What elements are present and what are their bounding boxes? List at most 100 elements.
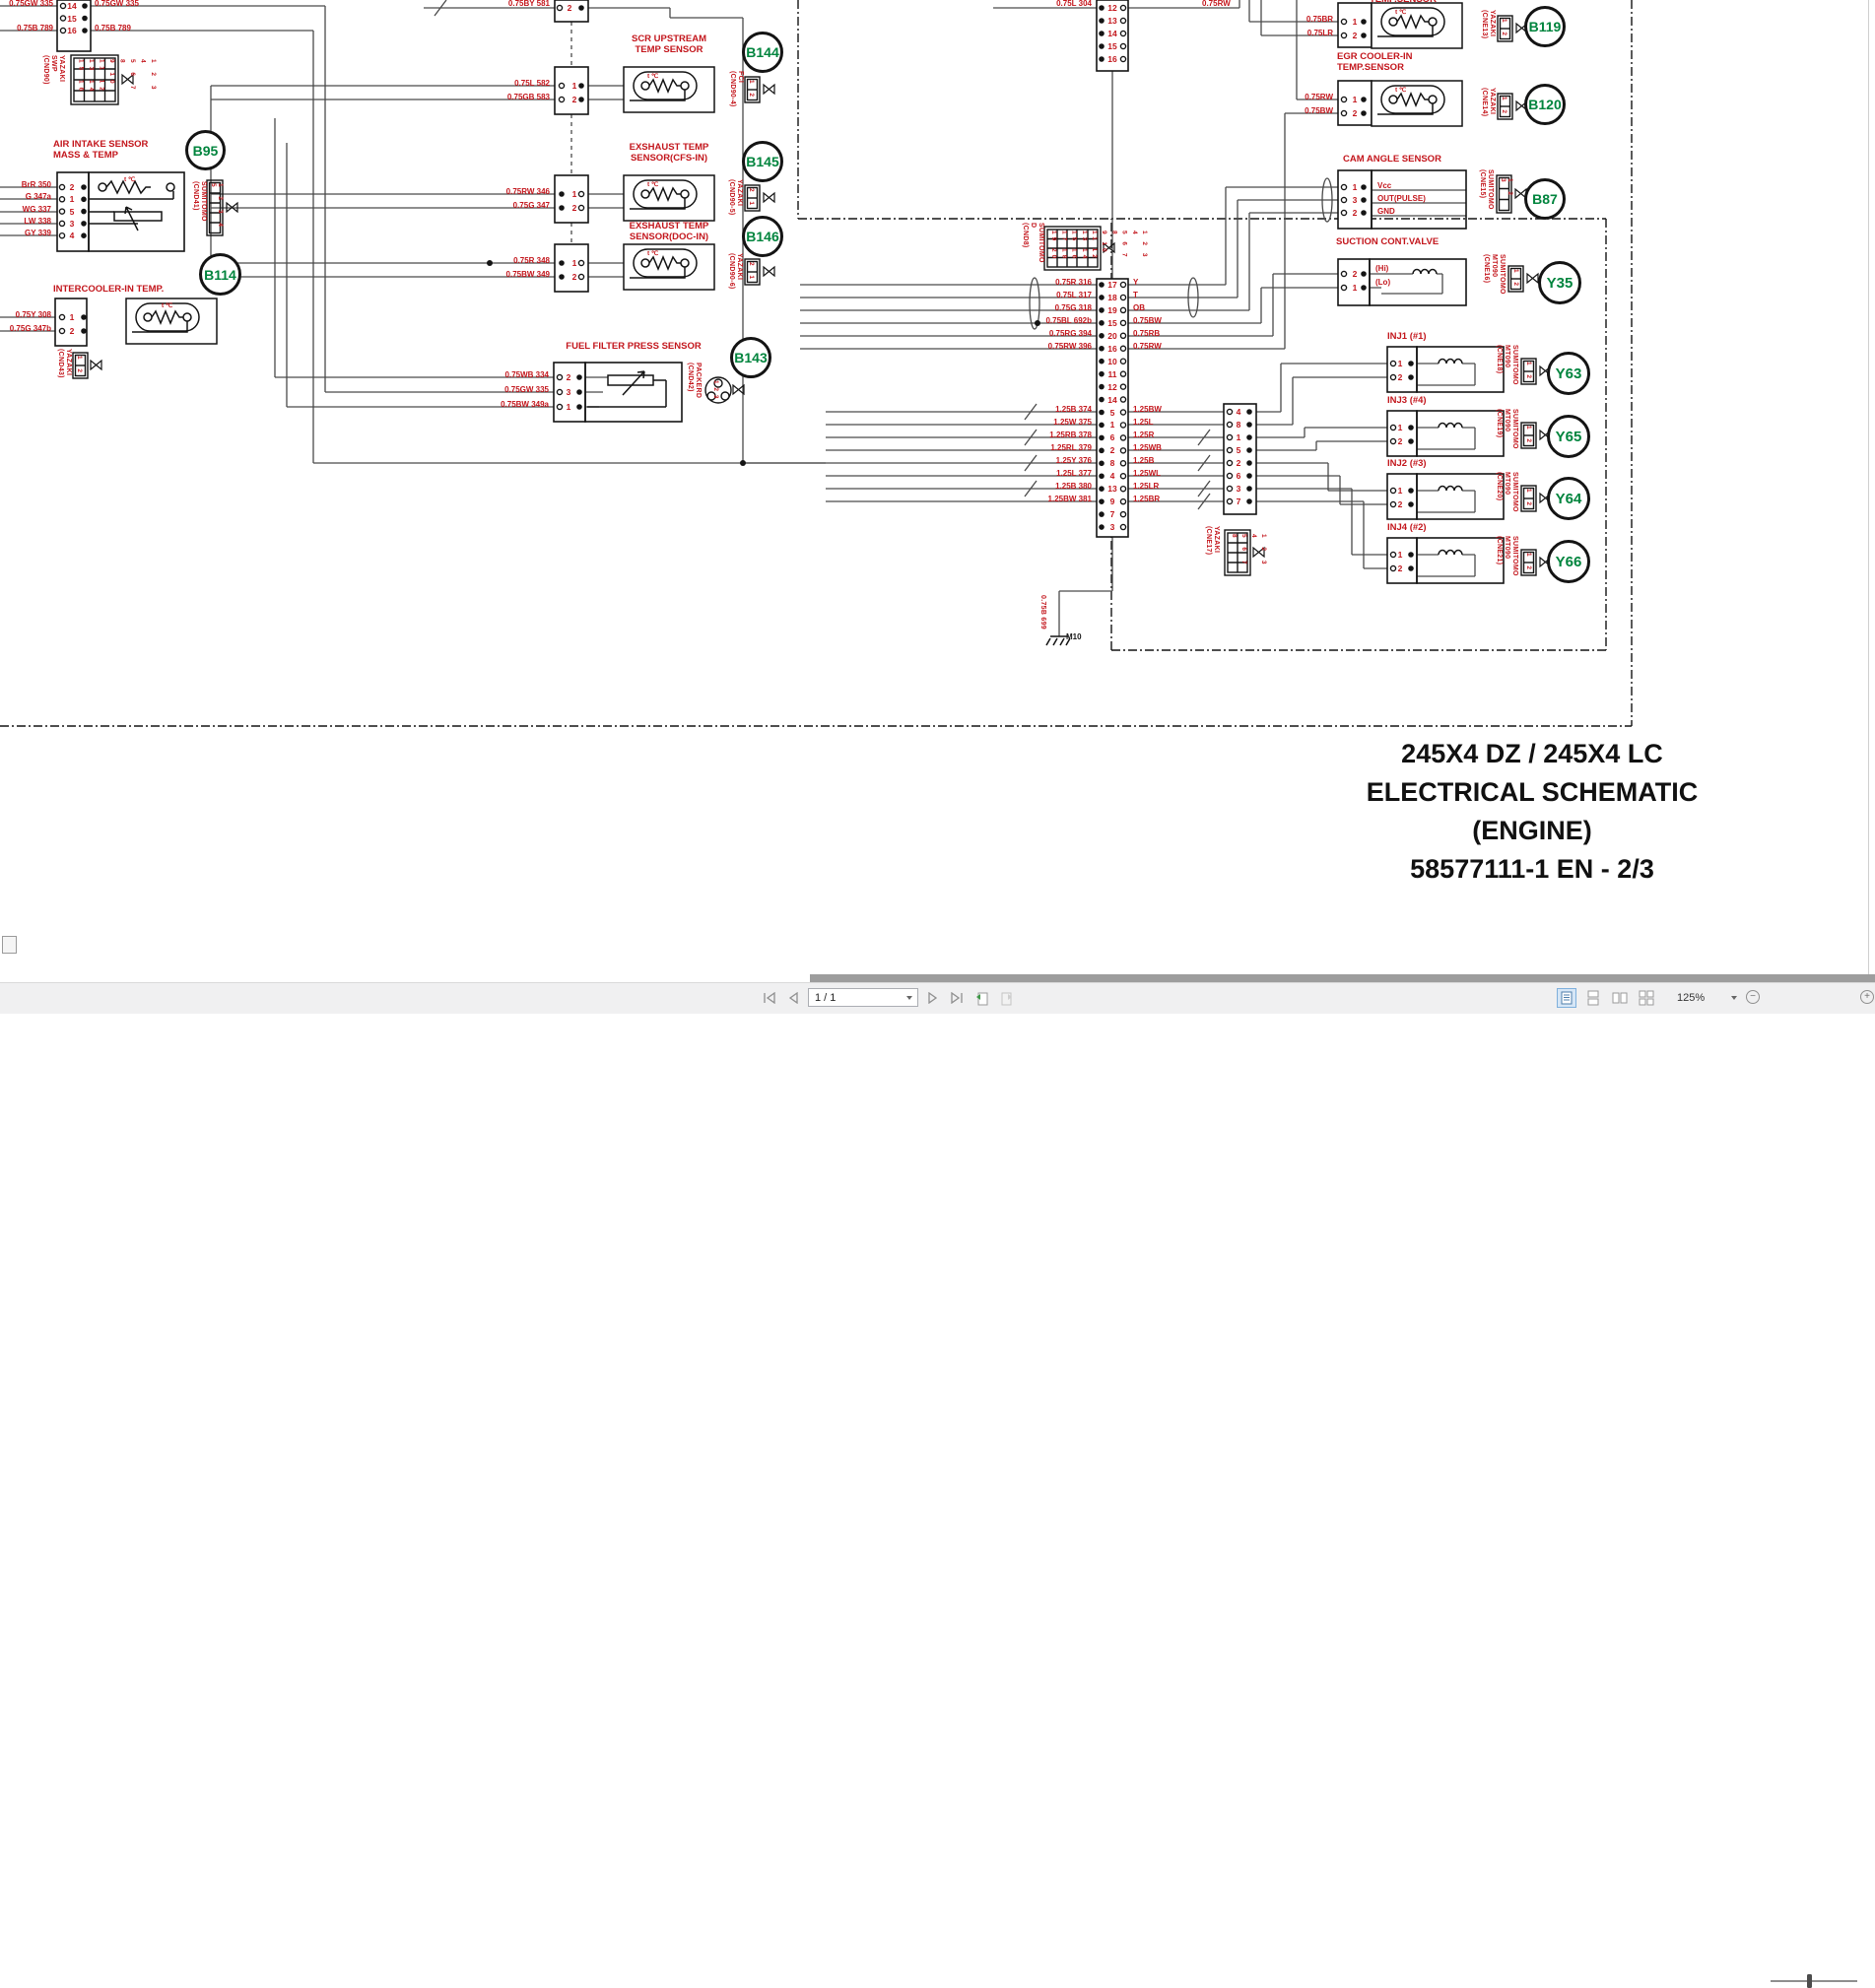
page-dropdown-caret-icon[interactable] — [906, 996, 912, 1000]
zoom-slider-handle[interactable] — [1807, 1974, 1812, 1988]
connector-grid-numbers: 1 2 — [76, 356, 83, 377]
last-page-button[interactable] — [948, 989, 966, 1007]
injector-name: INJ1 (#1) — [1387, 331, 1427, 342]
temp-symbol: t ℃ — [647, 181, 659, 188]
previous-view-button[interactable] — [973, 989, 991, 1007]
wire-label: 0.75RW 396 — [1047, 342, 1092, 351]
zoom-slider-track[interactable] — [1771, 1980, 1857, 1982]
connector-grid-numbers: 1 2 — [1501, 97, 1507, 118]
horizontal-scrollbar[interactable] — [810, 974, 1875, 982]
connector-grid-numbers: 1 2 — [1525, 362, 1532, 383]
connector-label: YAZAKI (CNE17) — [1205, 526, 1220, 556]
connector-label: SUMITOMO (CND41) — [192, 181, 207, 222]
zoom-out-button[interactable]: − — [1746, 990, 1760, 1004]
wire-label: 1.25RB 378 — [1049, 431, 1092, 439]
next-view-icon — [1001, 992, 1012, 1006]
connector-pins: 17 18 19 15 20 16 10 11 12 14 5 1 6 2 8 … — [1107, 280, 1117, 533]
wire-label: 0.75BY 581 — [507, 0, 550, 8]
connector-pins: 2 — [567, 3, 572, 13]
wire-label: 0.75RB — [1133, 329, 1161, 338]
sensor-name: EXSHAUST TEMP SENSOR(CFS-IN) — [629, 142, 709, 164]
wire-label: 0.75RW — [1202, 0, 1231, 8]
wire-label: 0.75BR — [1306, 15, 1333, 24]
connector-pins: 1 2 — [571, 189, 577, 213]
single-page-view-button[interactable] — [1557, 988, 1576, 1008]
injector-name: INJ2 (#3) — [1387, 458, 1427, 469]
wire-label: 1.25BW 381 — [1047, 495, 1092, 503]
wire-label: 1.25Y 376 — [1055, 456, 1092, 465]
next-view-button[interactable] — [997, 989, 1015, 1007]
wire-label: 0.75GB 583 — [506, 93, 550, 101]
wire-label: 0.75L 304 — [1056, 0, 1092, 8]
connector-label: YAZAKI SWP (CND90) — [42, 55, 65, 85]
continuous-view-button[interactable] — [1583, 988, 1603, 1008]
page-number-input[interactable] — [808, 988, 918, 1007]
temp-symbol: t ℃ — [647, 73, 659, 80]
facing-view-icon — [1612, 992, 1628, 1004]
component-id-badge: B87 — [1524, 178, 1566, 220]
component-id-badge: B114 — [199, 253, 241, 296]
component-id-badge: B145 — [742, 141, 783, 182]
connector-grid-numbers: 1 2 3 — [1500, 178, 1513, 200]
connector-grid-numbers: 2 1 — [748, 188, 755, 210]
wire-label: 0.75LR — [1306, 29, 1333, 37]
zoom-in-button[interactable]: + — [1860, 990, 1874, 1004]
facing-continuous-view-button[interactable] — [1637, 988, 1656, 1008]
connector-pins: 2 1 5 3 4 — [69, 182, 75, 241]
wire-label: 0.75RW — [1305, 93, 1333, 101]
connector-label: FCI (CND90-4) — [729, 71, 744, 107]
next-page-button[interactable] — [924, 989, 942, 1007]
connector-pins: 1 2 — [571, 81, 577, 104]
temp-symbol: t ℃ — [124, 176, 136, 183]
sensor-name: EXSHAUST TEMP SENSOR(DOC-IN) — [629, 221, 709, 242]
wire-label: LW 338 — [24, 217, 51, 226]
connector-pins: 1 2 — [1352, 95, 1358, 118]
wire-label: 0.75BW — [1133, 316, 1162, 325]
wire-label: 0.75R 316 — [1055, 278, 1092, 287]
single-page-view-icon — [1561, 991, 1573, 1005]
wire-label: 0.75RG 394 — [1048, 329, 1092, 338]
connector-pins: 12 13 14 15 16 — [1107, 3, 1117, 64]
connector-pins: 14 15 16 — [67, 1, 77, 35]
connector-label: YAZAKI (CNE13) — [1481, 10, 1496, 39]
wire-label: 0.75R 348 — [513, 256, 550, 265]
wire-label: G 347a — [25, 192, 51, 201]
wire-label: 1.25B — [1133, 456, 1155, 465]
connector-label: SUMITOMO MT090 (CNE21) — [1496, 536, 1518, 576]
wire-label: 0.75GW 335 — [9, 0, 53, 8]
connector-grid-numbers: 2 1 — [748, 262, 755, 284]
connector-pins: 1 2 — [571, 258, 577, 282]
connector-pins: 2 1 — [1352, 269, 1358, 293]
connector-label: SUMITOMO MT090 (CNE18) — [1496, 345, 1518, 385]
connector-pins: 4 8 1 5 2 6 3 7 — [1236, 407, 1241, 506]
connector-grid-numbers: 1 2 — [1525, 553, 1532, 574]
wire-label: 1.25B 374 — [1055, 405, 1092, 414]
temp-symbol: t ℃ — [162, 302, 173, 309]
wire-label: 0.75BW — [1305, 106, 1333, 115]
last-page-icon — [951, 992, 963, 1004]
wire-label: 0.75Y 308 — [15, 310, 51, 319]
connector-grid-numbers: 1 2 — [1525, 489, 1532, 510]
page-edge — [1868, 0, 1869, 974]
connector-label: YAZAKI (CNE14) — [1481, 88, 1496, 117]
sensor-name: SUCTION CONT.VALVE — [1336, 236, 1440, 247]
previous-page-button[interactable] — [784, 989, 802, 1007]
wire-label: 0.75L 317 — [1056, 291, 1092, 299]
pdf-page: 0.75GW 335 0.75B 789 0.75GW 335 0.75B 78… — [0, 0, 1875, 978]
first-page-button[interactable] — [761, 989, 778, 1007]
connector-pins: 1 2 — [1397, 359, 1403, 382]
zoom-dropdown-caret-icon[interactable] — [1731, 996, 1737, 1000]
component-id-badge: Y64 — [1547, 477, 1590, 520]
panel-toggle-icon[interactable] — [2, 936, 17, 954]
wire-label: Y — [1133, 278, 1139, 287]
wire-label: 1.25R — [1133, 431, 1155, 439]
signal-labels: (Hi) (Lo) — [1375, 264, 1391, 287]
wire-label: 0.75GW 335 — [95, 0, 139, 8]
connector-pins: 1 2 — [69, 312, 75, 336]
connector-label: SUMITOMO MT090 (CNE16) — [1483, 254, 1506, 295]
connector-pins: 1 2 — [1397, 550, 1403, 573]
injector-name: INJ3 (#4) — [1387, 395, 1427, 406]
component-id-badge: B144 — [742, 32, 783, 73]
wire-label: BrR 350 — [21, 180, 51, 189]
facing-view-button[interactable] — [1610, 988, 1630, 1008]
